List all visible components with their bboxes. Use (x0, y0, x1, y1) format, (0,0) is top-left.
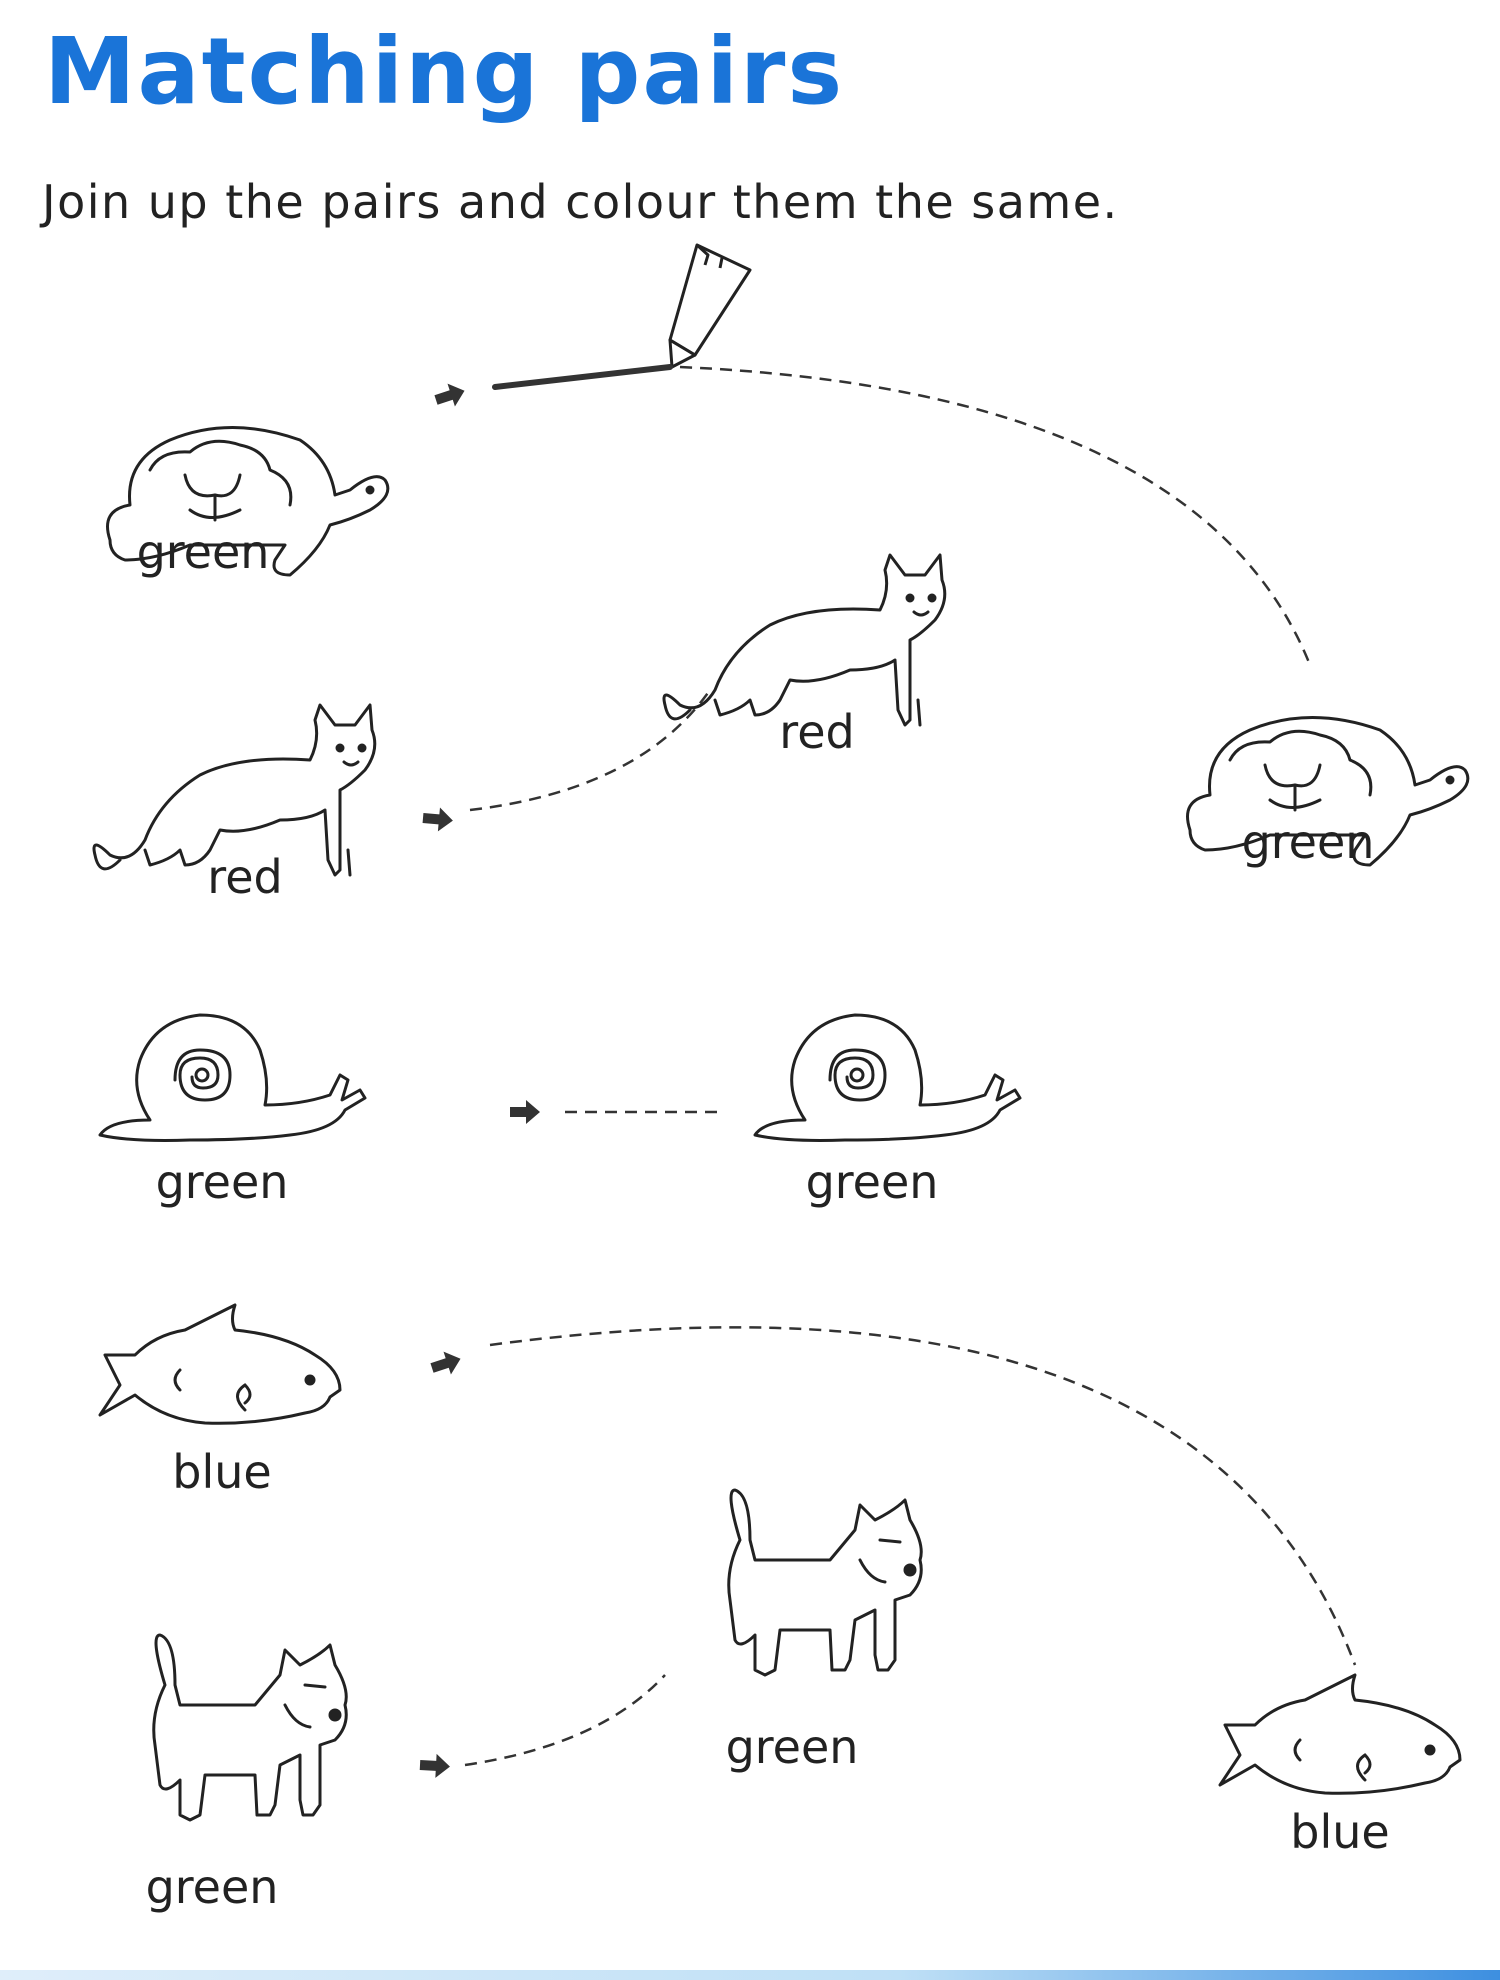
dog-left-drawing (152, 1633, 348, 1822)
dog-left-label: green (145, 1860, 279, 1914)
dog-dashed-line (464, 1674, 666, 1767)
cat-left-label: red (207, 850, 283, 904)
page-title: Matching pairs (44, 18, 845, 125)
arrow-icon (419, 1753, 451, 1779)
dog-right-label: green (725, 1720, 859, 1774)
cat-right-label: red (779, 705, 855, 759)
cat-right-drawing (662, 553, 947, 727)
snail-right-drawing (753, 1013, 1022, 1142)
fish-left-drawing (98, 1303, 342, 1425)
cat-dashed-line (469, 689, 712, 812)
tortoise-left-label: green (136, 525, 270, 579)
snail-left-drawing (98, 1013, 367, 1142)
arrow-icon (421, 806, 454, 833)
example-solid-line (492, 364, 673, 390)
tortoise-dashed-line (679, 365, 1312, 666)
instruction-text: Join up the pairs and colour them the sa… (42, 175, 1119, 229)
fish-right-drawing (1218, 1673, 1462, 1795)
tortoise-right-label: green (1241, 815, 1375, 869)
fish-left-label: blue (172, 1445, 272, 1499)
fish-dashed-line (489, 1326, 1357, 1666)
fish-right-label: blue (1290, 1805, 1390, 1859)
dog-right-drawing (727, 1488, 923, 1677)
arrow-icon (428, 1347, 465, 1380)
arrow-icon (432, 379, 469, 412)
snail-left-label: green (155, 1155, 289, 1209)
snail-right-label: green (805, 1155, 939, 1209)
bottom-border-strip (0, 1970, 1500, 1980)
arrow-icon (510, 1100, 540, 1124)
pencil-icon (668, 243, 752, 369)
